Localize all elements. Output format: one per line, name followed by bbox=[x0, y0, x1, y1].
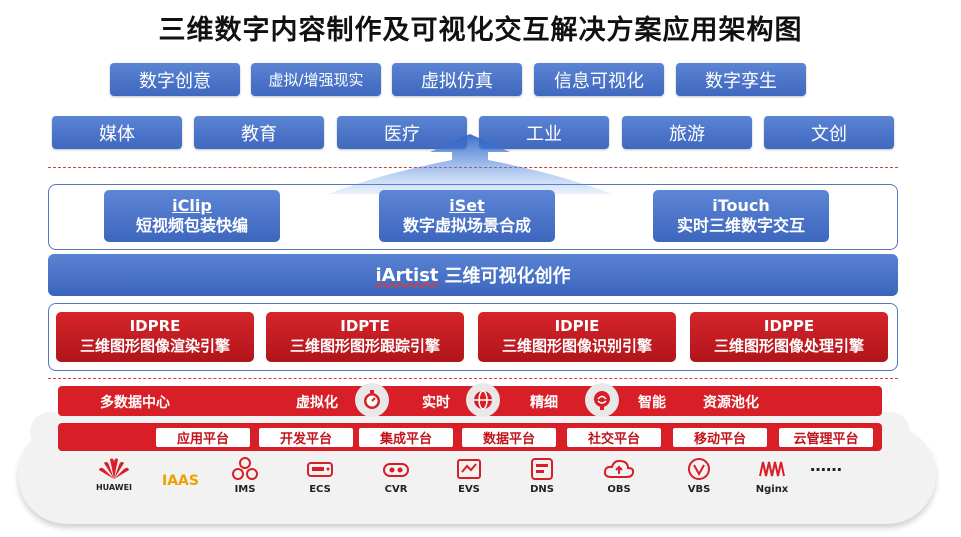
scenario-virtual-simulation[interactable]: 虚拟仿真 bbox=[392, 63, 522, 96]
service-cvr[interactable]: CVR bbox=[366, 456, 426, 495]
scenario-vr-ar[interactable]: 虚拟/增强现实 bbox=[251, 63, 381, 96]
industry-tourism[interactable]: 旅游 bbox=[622, 116, 752, 149]
service-vbs[interactable]: VBS bbox=[669, 456, 729, 495]
industry-industrial[interactable]: 工业 bbox=[479, 116, 609, 149]
diagram-title: 三维数字内容制作及可视化交互解决方案应用架构图 bbox=[158, 15, 803, 46]
service-ecs-label: ECS bbox=[309, 484, 331, 495]
engine-idpre-desc: 三维图形图像渲染引擎 bbox=[79, 337, 230, 355]
ims-icon bbox=[232, 457, 258, 480]
iaas-label: IAAS bbox=[162, 473, 199, 489]
product-iset-desc: 数字虚拟场景合成 bbox=[402, 216, 531, 235]
iartist-bar[interactable]: iArtist 三维可视化创作 bbox=[48, 254, 898, 296]
feature-virtualization: 虚拟化 bbox=[296, 395, 338, 411]
industry-medical[interactable]: 医疗 bbox=[337, 116, 467, 149]
platform-social[interactable]: 社交平台 bbox=[567, 428, 661, 447]
nginx-icon bbox=[759, 461, 785, 477]
service-vbs-label: VBS bbox=[687, 484, 711, 495]
engine-idpie[interactable]: IDPIE 三维图形图像识别引擎 bbox=[478, 312, 676, 362]
service-evs-label: EVS bbox=[458, 484, 480, 495]
engine-idppe-name: IDPPE bbox=[763, 317, 815, 335]
service-ecs[interactable]: ECS bbox=[290, 456, 350, 495]
service-obs-label: OBS bbox=[607, 484, 631, 495]
engine-idppe[interactable]: IDPPE 三维图形图像处理引擎 bbox=[690, 312, 888, 362]
platform-mobile[interactable]: 移动平台 bbox=[673, 428, 767, 447]
platform-development[interactable]: 开发平台 bbox=[259, 428, 353, 447]
ecs-icon bbox=[307, 462, 333, 477]
feature-resource-pooling: 资源池化 bbox=[703, 395, 759, 411]
product-itouch-desc: 实时三维数字交互 bbox=[676, 216, 805, 235]
cvr-icon bbox=[383, 463, 409, 477]
service-ims[interactable]: IMS bbox=[215, 456, 275, 495]
product-iclip-name: iClip bbox=[172, 196, 212, 215]
platform-application[interactable]: 应用平台 bbox=[156, 428, 250, 447]
service-obs[interactable]: OBS bbox=[589, 456, 649, 495]
feature-fine: 精细 bbox=[530, 395, 558, 411]
engine-idpte-name: IDPTE bbox=[340, 317, 390, 335]
service-nginx-label: Nginx bbox=[755, 484, 789, 495]
service-cvr-label: CVR bbox=[384, 484, 408, 495]
engine-idpte-desc: 三维图形图形跟踪引擎 bbox=[289, 337, 440, 355]
stopwatch-icon bbox=[355, 383, 389, 417]
brain-icon bbox=[585, 383, 619, 417]
service-dns[interactable]: DNS bbox=[512, 456, 572, 495]
product-itouch[interactable]: iTouch 实时三维数字交互 bbox=[653, 190, 829, 242]
engine-idpie-name: IDPIE bbox=[554, 317, 600, 335]
industry-cultural-creative[interactable]: 文创 bbox=[764, 116, 894, 149]
product-iset[interactable]: iSet 数字虚拟场景合成 bbox=[379, 190, 555, 242]
huawei-logo-text: HUAWEI bbox=[95, 483, 133, 492]
product-iclip-desc: 短视频包装快编 bbox=[135, 216, 248, 235]
service-evs[interactable]: EVS bbox=[439, 456, 499, 495]
huawei-logo: HUAWEI bbox=[84, 455, 144, 492]
service-nginx[interactable]: Nginx bbox=[742, 456, 802, 495]
engine-idppe-desc: 三维图形图像处理引擎 bbox=[713, 337, 864, 355]
feature-intelligent: 智能 bbox=[638, 395, 666, 411]
platform-integration[interactable]: 集成平台 bbox=[359, 428, 453, 447]
scenario-digital-creative[interactable]: 数字创意 bbox=[110, 63, 240, 96]
more-services-ellipsis: …… bbox=[810, 456, 842, 475]
product-itouch-name: iTouch bbox=[712, 196, 770, 215]
feature-realtime: 实时 bbox=[422, 395, 450, 411]
divider-bottom bbox=[48, 378, 898, 379]
product-iclip[interactable]: iClip 短视频包装快编 bbox=[104, 190, 280, 242]
vbs-icon bbox=[688, 458, 710, 480]
obs-icon bbox=[603, 459, 635, 478]
scenario-digital-twin[interactable]: 数字孪生 bbox=[676, 63, 806, 96]
globe-icon bbox=[466, 383, 500, 417]
service-dns-label: DNS bbox=[530, 484, 554, 495]
service-ims-label: IMS bbox=[234, 484, 256, 495]
iartist-name: iArtist bbox=[375, 264, 439, 286]
evs-icon bbox=[457, 459, 481, 479]
platform-cloud-management[interactable]: 云管理平台 bbox=[779, 428, 873, 447]
up-arrow-icon bbox=[328, 134, 612, 194]
feature-multi-datacenter: 多数据中心 bbox=[100, 395, 170, 411]
engine-idpre[interactable]: IDPRE 三维图形图像渲染引擎 bbox=[56, 312, 254, 362]
industry-education[interactable]: 教育 bbox=[194, 116, 324, 149]
engine-idpre-name: IDPRE bbox=[129, 317, 181, 335]
iartist-desc: 三维可视化创作 bbox=[444, 266, 571, 287]
engine-idpte[interactable]: IDPTE 三维图形图形跟踪引擎 bbox=[266, 312, 464, 362]
dns-icon bbox=[531, 458, 553, 480]
industry-media[interactable]: 媒体 bbox=[52, 116, 182, 149]
platform-data[interactable]: 数据平台 bbox=[462, 428, 556, 447]
product-iset-name: iSet bbox=[449, 196, 485, 215]
engine-idpie-desc: 三维图形图像识别引擎 bbox=[501, 337, 652, 355]
scenario-info-visualization[interactable]: 信息可视化 bbox=[534, 63, 664, 96]
